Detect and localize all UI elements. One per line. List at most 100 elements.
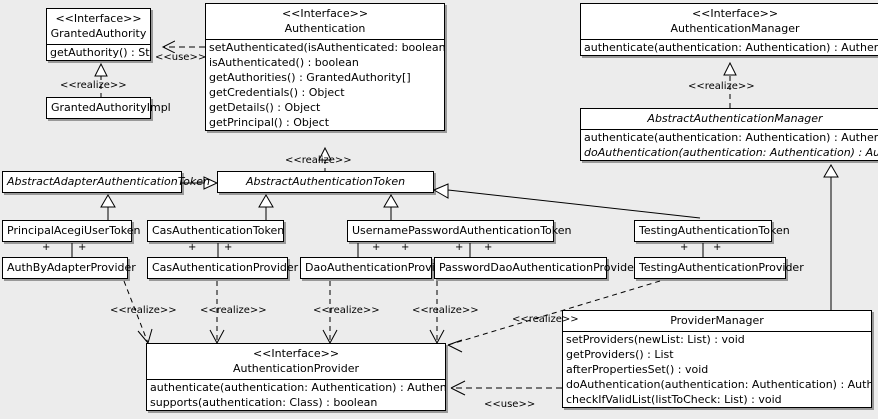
member-row: doAuthentication(authentication: Authent… (566, 378, 871, 391)
edge-generalization-testingauthenticationtoken (432, 183, 701, 219)
class-name: Authentication (284, 22, 366, 35)
class-name: GrantedAuthority (50, 27, 147, 40)
class-header: UsernamePasswordAuthenticationToken (348, 221, 572, 241)
class-abstract-authentication-manager[interactable]: AbstractAuthenticationManager authentica… (580, 108, 878, 161)
class-header: TestingAuthenticationToken (635, 221, 790, 241)
class-cas-authentication-provider[interactable]: CasAuthenticationProvider (147, 257, 299, 279)
class-header: PasswordDaoAuthenticationProvider (435, 258, 639, 278)
class-name: AuthByAdapterProvider (7, 261, 136, 274)
member-row: afterPropertiesSet() : void (566, 363, 709, 376)
association-mark: + (455, 242, 464, 253)
class-members: authenticate(authentication: Authenticat… (581, 39, 878, 55)
association-mark: + (401, 242, 410, 253)
association-mark: + (224, 242, 233, 253)
class-granted-authority[interactable]: <<Interface>> GrantedAuthority getAuthor… (46, 8, 151, 61)
class-header: AuthByAdapterProvider (3, 258, 136, 278)
class-name: AuthenticationManager (670, 22, 800, 35)
class-granted-authority-impl[interactable]: GrantedAuthorityImpl (46, 97, 171, 119)
class-dao-authentication-provider[interactable]: DaoAuthenticationProvider (300, 257, 453, 279)
member-row: getAuthority() : String (50, 46, 150, 59)
class-header: <<Interface>> AuthenticationProvider (147, 344, 445, 379)
class-header: <<Interface>> AuthenticationManager (581, 4, 878, 39)
edge-generalization-casauthenticationtoken (258, 194, 274, 220)
association-mark: + (484, 242, 493, 253)
class-name: TestingAuthenticationProvider (639, 261, 804, 274)
class-header: DaoAuthenticationProvider (301, 258, 453, 278)
class-abstract-adapter-authentication-token[interactable]: AbstractAdapterAuthenticationToken (2, 171, 210, 193)
class-name: TestingAuthenticationToken (639, 224, 790, 237)
class-name: UsernamePasswordAuthenticationToken (352, 224, 572, 237)
member-row: setProviders(newList: List) : void (566, 333, 745, 346)
class-password-dao-authentication-provider[interactable]: PasswordDaoAuthenticationProvider (434, 257, 639, 279)
edge-label-realize-abstractauthenticationmanager: <<realize>> (688, 81, 755, 92)
class-header: AbstractAuthenticationToken (218, 172, 433, 192)
edge-label-realize-grantedauthorityimpl: <<realize>> (60, 80, 127, 91)
member-row: getDetails() : Object (209, 101, 321, 114)
class-members: authenticate(authentication: Authenticat… (147, 379, 445, 410)
class-auth-by-adapter-provider[interactable]: AuthByAdapterProvider (2, 257, 136, 279)
member-row: getPrincipal() : Object (209, 116, 330, 129)
class-name: AbstractAuthenticationManager (647, 112, 823, 125)
class-username-password-authentication-token[interactable]: UsernamePasswordAuthenticationToken (347, 220, 572, 242)
class-testing-authentication-token[interactable]: TestingAuthenticationToken (634, 220, 790, 242)
edge-label-realize-abstractauthenticationtoken: <<realize>> (285, 155, 352, 166)
member-row: isAuthenticated() : boolean (209, 56, 359, 69)
class-name: PasswordDaoAuthenticationProvider (439, 261, 639, 274)
class-header: GrantedAuthorityImpl (47, 98, 171, 118)
association-mark: + (78, 242, 87, 253)
class-header: AbstractAdapterAuthenticationToken (3, 172, 210, 192)
class-authentication[interactable]: <<Interface>> Authentication setAuthenti… (205, 3, 445, 131)
member-row: getAuthorities() : GrantedAuthority[] (209, 71, 411, 84)
member-row: checkIfValidList(listToCheck: List) : vo… (566, 393, 782, 406)
edge-generalization-providermanager (823, 164, 839, 310)
association-mark: + (42, 242, 51, 253)
class-name: PrincipalAcegiUserToken (7, 224, 141, 237)
class-name: ProviderManager (670, 314, 764, 327)
edge-label-use-grantedauthority: <<use>> (155, 52, 207, 63)
association-mark: + (680, 242, 689, 253)
member-row: getProviders() : List (566, 348, 674, 361)
class-header: PrincipalAcegiUserToken (3, 221, 141, 241)
class-name: AbstractAdapterAuthenticationToken (7, 175, 210, 188)
association-mark: + (713, 242, 722, 253)
association-mark: + (372, 242, 381, 253)
edge-label-realize-passworddaoprovider: <<realize>> (412, 305, 479, 316)
edge-label-realize-testingprovider: <<realize>> (512, 314, 579, 325)
class-name: DaoAuthenticationProvider (305, 261, 453, 274)
stereotype-label: <<Interface>> (691, 7, 779, 20)
class-members: getAuthority() : String (47, 44, 150, 60)
class-authentication-manager[interactable]: <<Interface>> AuthenticationManager auth… (580, 3, 878, 56)
association-mark: + (188, 242, 197, 253)
member-row: getCredentials() : Object (209, 86, 345, 99)
edge-generalization-usernamepasswordtoken (383, 194, 399, 220)
class-cas-authentication-token[interactable]: CasAuthenticationToken (147, 220, 284, 242)
class-header: CasAuthenticationProvider (148, 258, 299, 278)
class-principal-acegi-user-token[interactable]: PrincipalAcegiUserToken (2, 220, 141, 242)
class-members: setAuthenticated(isAuthenticated: boolea… (206, 39, 444, 130)
class-testing-authentication-provider[interactable]: TestingAuthenticationProvider (634, 257, 804, 279)
class-provider-manager[interactable]: ProviderManager setProviders(newList: Li… (562, 310, 872, 408)
edge-generalization-principalacegiusertoken (100, 194, 116, 220)
class-authentication-provider[interactable]: <<Interface>> AuthenticationProvider aut… (146, 343, 446, 411)
class-name: CasAuthenticationProvider (152, 261, 299, 274)
member-row: doAuthentication(authentication: Authent… (584, 146, 878, 159)
class-name: GrantedAuthorityImpl (51, 101, 171, 114)
class-abstract-authentication-token[interactable]: AbstractAuthenticationToken (217, 171, 434, 193)
member-row: authenticate(authentication: Authenticat… (584, 131, 878, 144)
class-name: AbstractAuthenticationToken (245, 175, 406, 188)
edge-label-realize-casprovider: <<realize>> (200, 305, 267, 316)
class-header: <<Interface>> GrantedAuthority (47, 9, 150, 44)
class-header: <<Interface>> Authentication (206, 4, 444, 39)
edge-use-providermanager (450, 380, 562, 396)
member-row: authenticate(authentication: Authenticat… (584, 41, 878, 54)
edge-label-use-providermanager: <<use>> (484, 399, 536, 410)
class-header: CasAuthenticationToken (148, 221, 285, 241)
class-name: CasAuthenticationToken (152, 224, 285, 237)
member-row: supports(authentication: Class) : boolea… (150, 396, 378, 409)
edge-label-realize-daoprovider: <<realize>> (313, 305, 380, 316)
class-header: TestingAuthenticationProvider (635, 258, 804, 278)
stereotype-label: <<Interface>> (281, 7, 369, 20)
member-row: authenticate(authentication: Authenticat… (150, 381, 445, 394)
class-name: AuthenticationProvider (232, 362, 360, 375)
class-members: setProviders(newList: List) : void getPr… (563, 331, 871, 407)
